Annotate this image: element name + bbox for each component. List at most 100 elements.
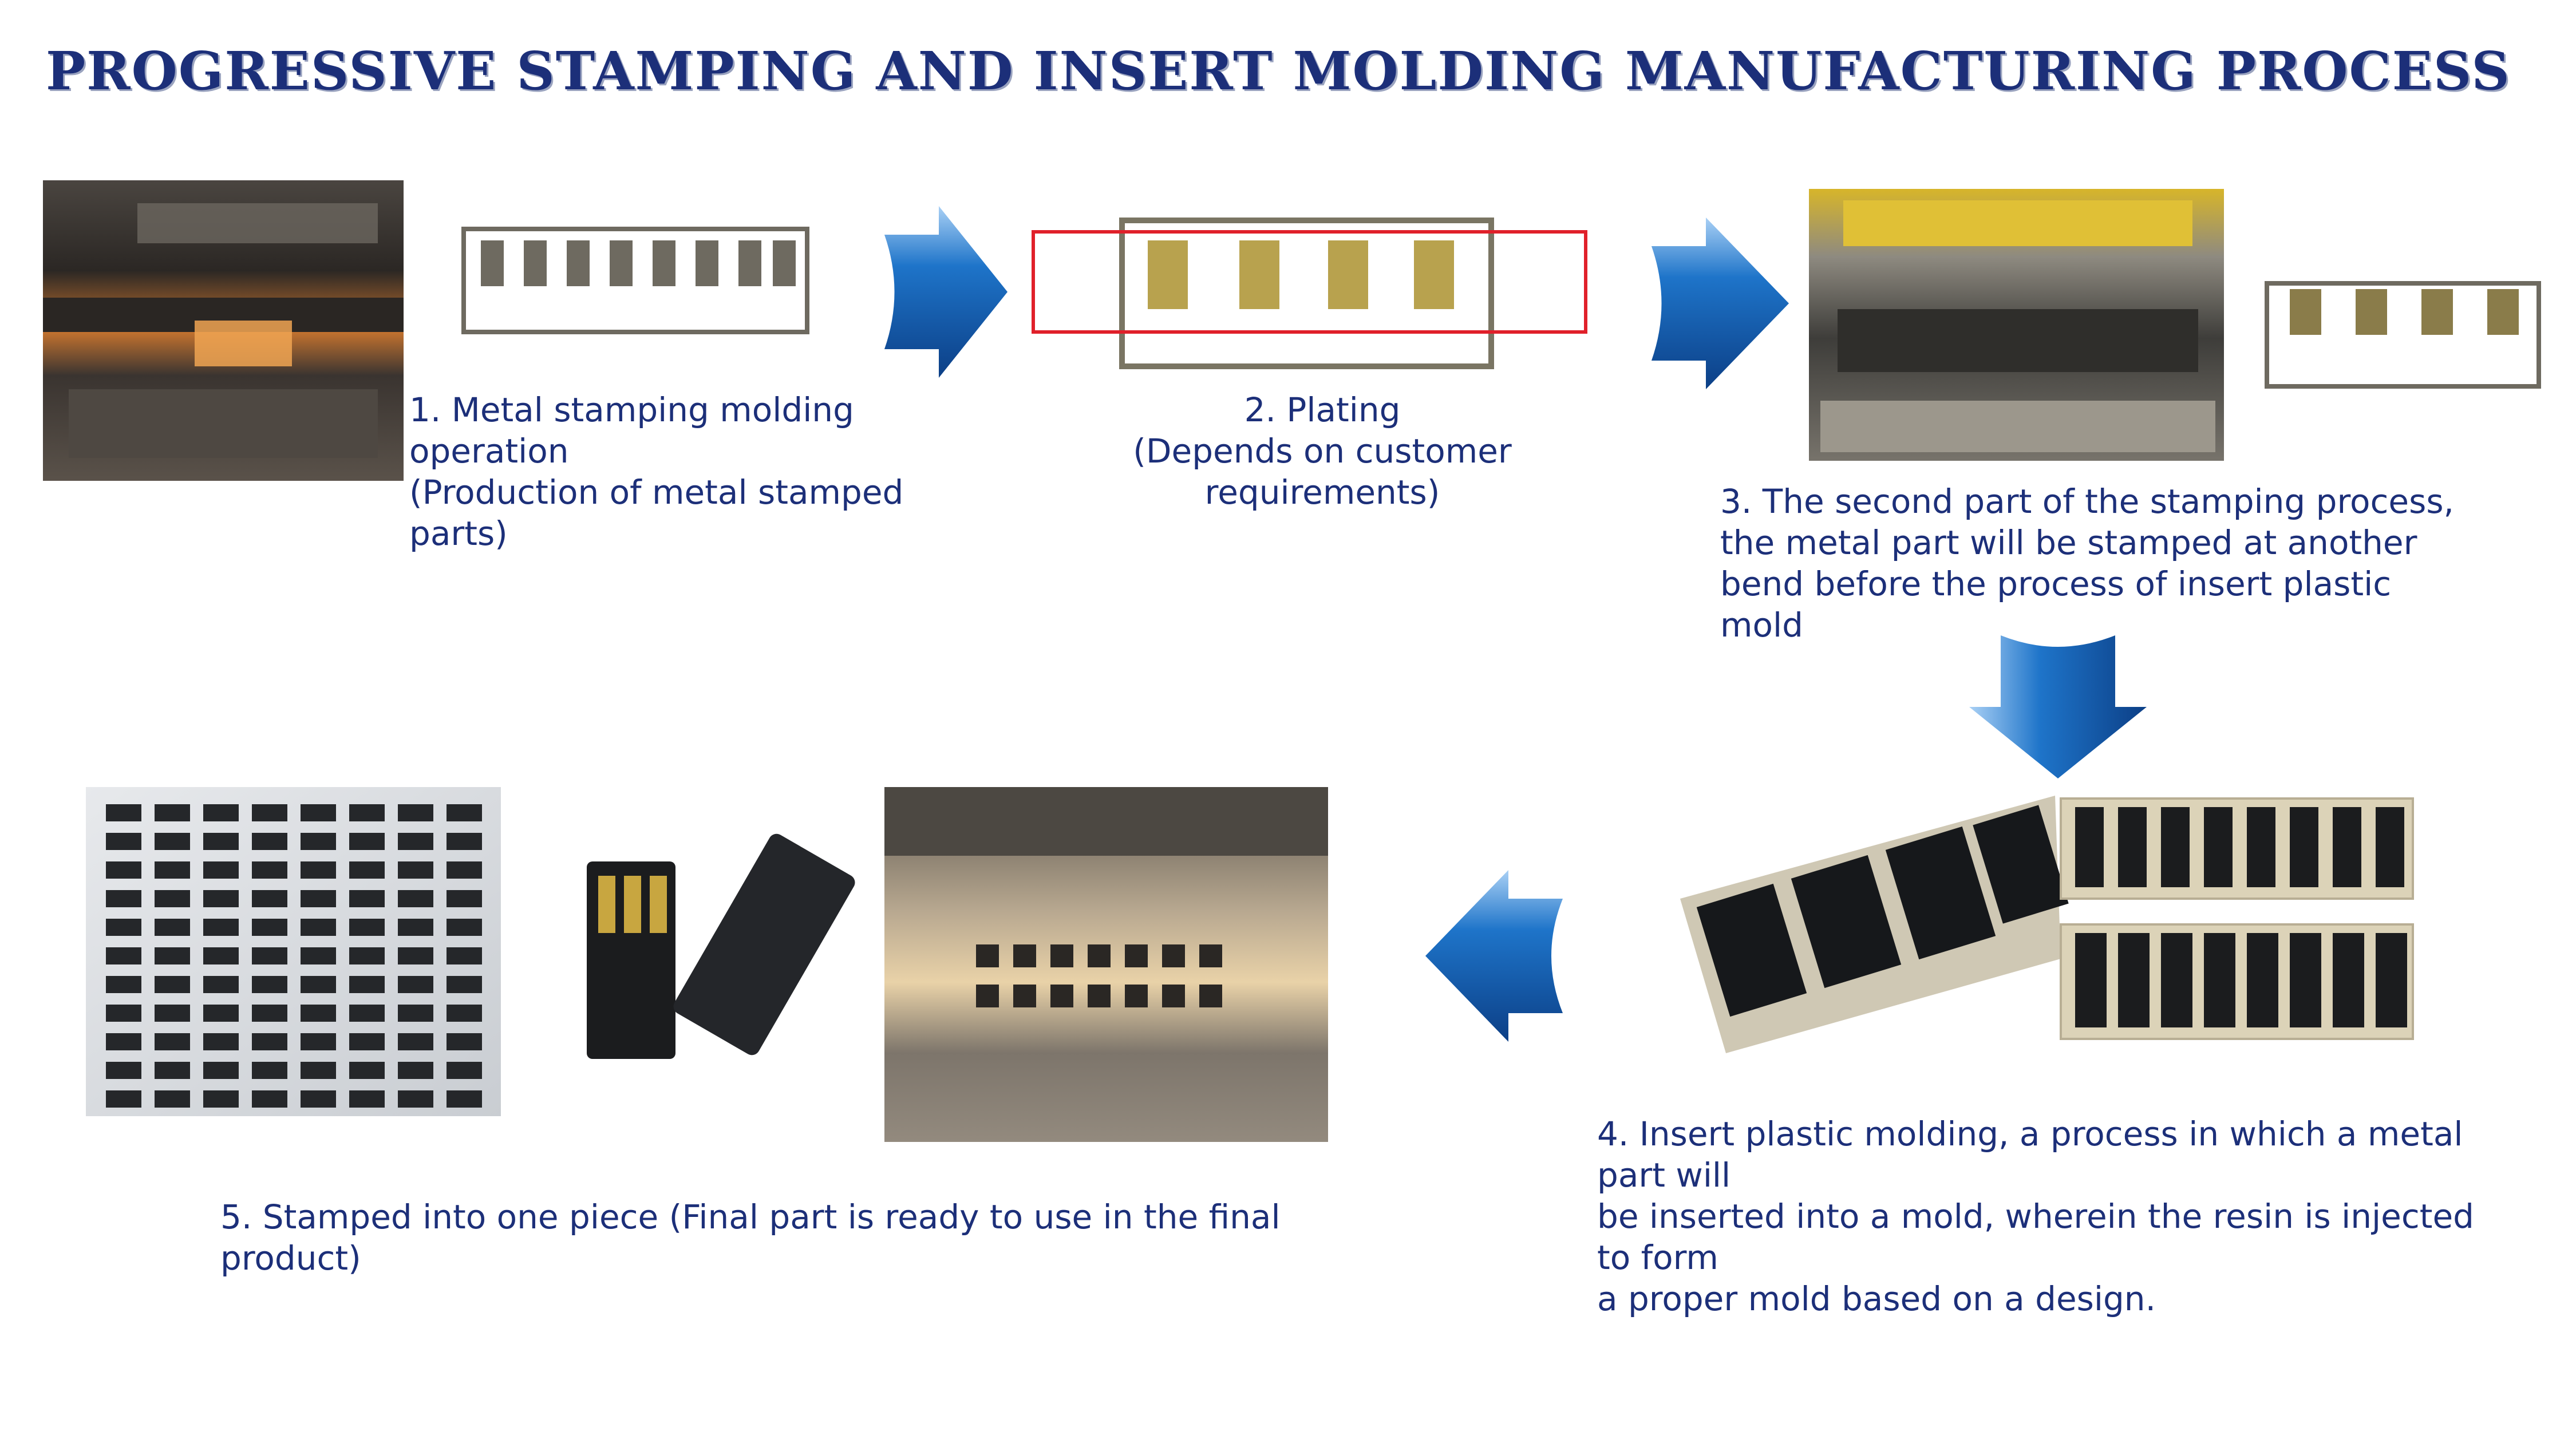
- tray-cell: [398, 833, 433, 850]
- tray-cell: [252, 1033, 287, 1050]
- tray-cell: [155, 1090, 190, 1108]
- tray-cell: [447, 947, 482, 964]
- tray-cell: [398, 804, 433, 821]
- arrow-right-1-icon: [884, 206, 1008, 378]
- tray-cell: [106, 804, 141, 821]
- tray-cell: [398, 861, 433, 879]
- tray-cell: [349, 947, 385, 964]
- stamped-strip-1: [461, 227, 809, 334]
- tray-cell: [203, 919, 239, 936]
- step-5-caption: 5. Stamped into one piece (Final part is…: [220, 1197, 1281, 1278]
- tray-cell: [106, 1005, 141, 1022]
- tray-cell: [155, 861, 190, 879]
- arrow-left-icon: [1425, 870, 1563, 1042]
- tray-cell: [349, 1033, 385, 1050]
- step-3-caption: 3. The second part of the stamping proce…: [1720, 482, 2454, 645]
- tray-cell: [203, 861, 239, 879]
- tray-cell: [155, 1005, 190, 1022]
- tray-cell: [252, 947, 287, 964]
- tray-cell: [203, 976, 239, 993]
- tray-cell: [349, 1062, 385, 1079]
- tray-cell: [301, 804, 336, 821]
- tray-cell: [106, 947, 141, 964]
- tray-cell: [447, 890, 482, 907]
- tray-cell: [155, 976, 190, 993]
- tray-cell: [301, 919, 336, 936]
- tray-cell: [349, 833, 385, 850]
- tray-cell: [301, 976, 336, 993]
- second-stamping-machine-photo: [1809, 189, 2224, 461]
- tray-cell: [106, 861, 141, 879]
- tray-cell: [398, 1033, 433, 1050]
- tray-cell: [252, 890, 287, 907]
- tray-cell: [447, 1033, 482, 1050]
- tray-cell: [252, 976, 287, 993]
- tray-cell: [106, 1090, 141, 1108]
- tray-cell: [447, 833, 482, 850]
- tray-cell: [301, 890, 336, 907]
- tray-cell: [203, 1033, 239, 1050]
- final-parts: [587, 833, 855, 1059]
- arrow-down-icon: [1969, 635, 2147, 778]
- tray-cell: [349, 1005, 385, 1022]
- tray-cell: [155, 1033, 190, 1050]
- tray-cell: [349, 890, 385, 907]
- mold-photo: [884, 787, 1328, 1142]
- tray-cell: [398, 919, 433, 936]
- tray-cell: [447, 861, 482, 879]
- tray-cell: [203, 1090, 239, 1108]
- tray-cell: [106, 890, 141, 907]
- step-2-caption: 2. Plating (Depends on customer requirem…: [1133, 390, 1512, 512]
- tray-cell: [155, 833, 190, 850]
- tray-cell: [203, 1005, 239, 1022]
- tray-cell: [106, 976, 141, 993]
- bent-strip: [2265, 281, 2541, 389]
- tray-cell: [301, 1062, 336, 1079]
- tray-cell: [155, 1062, 190, 1079]
- tray-cell: [349, 919, 385, 936]
- plated-strip: [1032, 218, 1587, 369]
- tray-cell: [203, 890, 239, 907]
- tray-cell: [398, 1062, 433, 1079]
- tray-cell: [447, 1090, 482, 1108]
- tray-cell: [301, 833, 336, 850]
- tray-cell: [252, 833, 287, 850]
- step-4-caption: 4. Insert plastic molding, a process in …: [1597, 1114, 2474, 1318]
- tray-cell: [106, 1062, 141, 1079]
- arrow-right-2-icon: [1652, 218, 1789, 389]
- tray-cell: [252, 1005, 287, 1022]
- tray-cell: [349, 861, 385, 879]
- stamping-press-photo: [43, 180, 404, 481]
- tray-cell: [447, 1062, 482, 1079]
- step-1-caption: 1. Metal stamping molding operation (Pro…: [409, 390, 904, 553]
- tray-cell: [398, 1090, 433, 1108]
- tray-cell: [203, 1062, 239, 1079]
- tray-cell: [252, 861, 287, 879]
- tray-cell: [447, 919, 482, 936]
- tray-cell: [106, 1033, 141, 1050]
- tray-cell: [349, 976, 385, 993]
- tray-cell: [155, 804, 190, 821]
- tray-cell: [301, 1090, 336, 1108]
- tray-cell: [301, 861, 336, 879]
- tray-cell: [349, 804, 385, 821]
- tray-cell: [349, 1090, 385, 1108]
- tray-cell: [301, 1033, 336, 1050]
- tray-cell: [203, 833, 239, 850]
- tray-cell: [301, 1005, 336, 1022]
- tray-cell: [252, 804, 287, 821]
- tray-cell: [252, 1062, 287, 1079]
- insert-molded-parts-photo: [1680, 796, 2414, 1053]
- tray-cell: [447, 976, 482, 993]
- tray-cell: [252, 1090, 287, 1108]
- tray-cell: [398, 1005, 433, 1022]
- tray-cell: [106, 833, 141, 850]
- tray-cell: [398, 976, 433, 993]
- highlight-box: [1032, 230, 1587, 334]
- tray-cell: [106, 919, 141, 936]
- packaging-tray: [86, 787, 501, 1116]
- tray-cell: [203, 947, 239, 964]
- tray-cell: [398, 947, 433, 964]
- tray-cell: [398, 890, 433, 907]
